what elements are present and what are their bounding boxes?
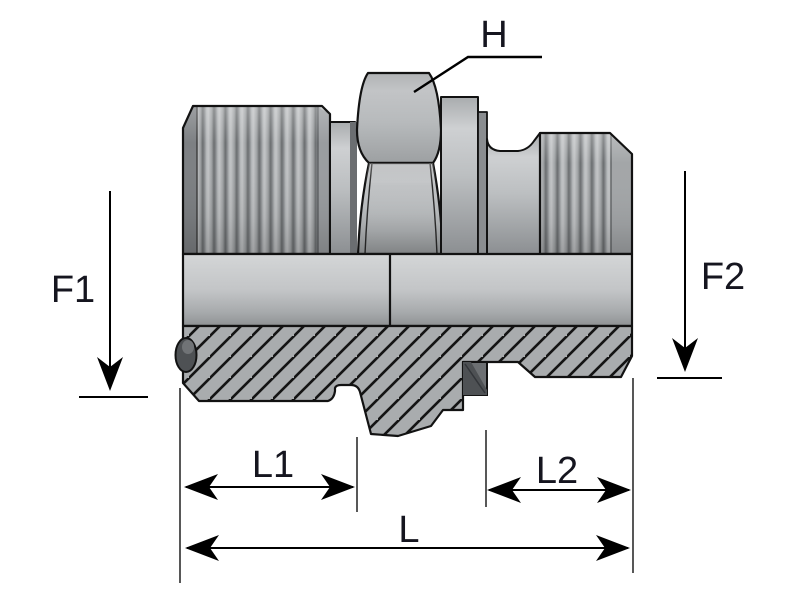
arrow-down-f1 xyxy=(97,357,123,391)
section-hatch xyxy=(181,324,634,438)
arrow-right-l xyxy=(596,535,630,561)
label-f2: F2 xyxy=(701,256,745,298)
neck xyxy=(486,132,541,255)
cross-section xyxy=(174,324,634,438)
arrow-left-l1 xyxy=(184,474,218,500)
label-h: H xyxy=(480,14,507,56)
right-seal xyxy=(462,361,488,396)
left-seal xyxy=(174,337,198,373)
label-l1: L1 xyxy=(252,444,294,486)
label-l2: L2 xyxy=(536,450,578,492)
hex-shadow-sliver xyxy=(350,122,357,254)
arrow-down-f2 xyxy=(672,338,698,372)
dim-l2 xyxy=(487,477,631,503)
extension-lines xyxy=(179,378,634,583)
dim-l1 xyxy=(184,474,355,500)
arrow-right-l1 xyxy=(321,474,355,500)
arrow-left-l xyxy=(185,535,219,561)
step-ring xyxy=(477,111,488,255)
right-thread xyxy=(538,131,634,256)
dimension-labels: H F1 F2 L1 L2 L xyxy=(51,14,745,551)
label-l: L xyxy=(398,509,419,551)
hex-nut xyxy=(355,71,445,256)
dimensions xyxy=(79,55,722,583)
dim-f1 xyxy=(79,191,148,398)
leader-h xyxy=(413,55,542,94)
left-thread xyxy=(181,104,332,256)
fitting-body xyxy=(181,71,634,328)
washer xyxy=(440,96,479,255)
dim-f2 xyxy=(657,171,722,379)
arrow-right-l2 xyxy=(597,477,631,503)
label-f1: F1 xyxy=(51,269,95,311)
bore-band xyxy=(181,252,634,328)
arrow-left-l2 xyxy=(487,477,521,503)
dim-l xyxy=(185,535,630,561)
